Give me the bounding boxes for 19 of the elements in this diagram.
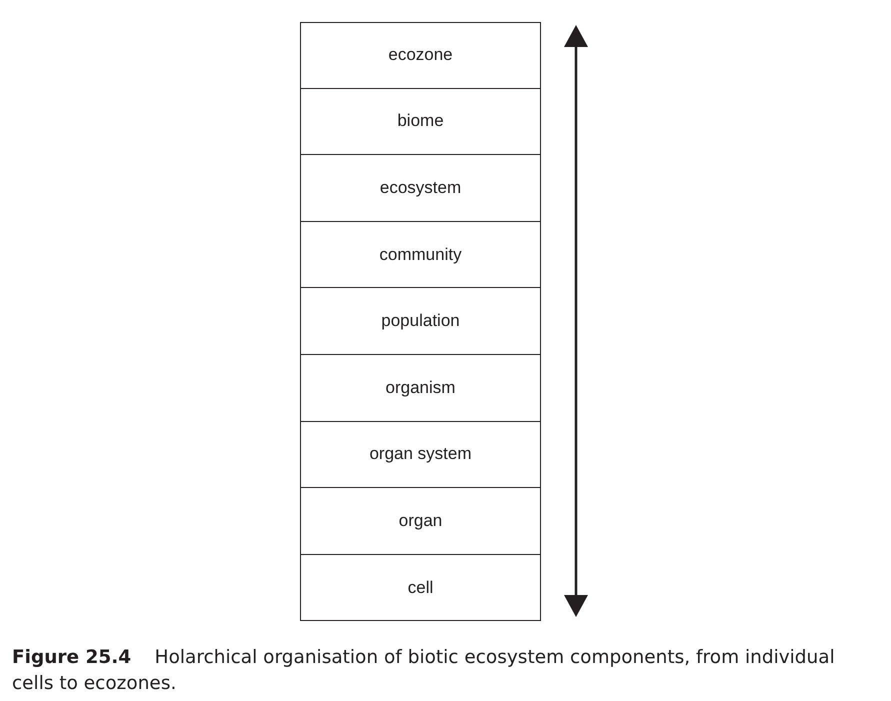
level-box [300, 154, 541, 222]
level-box [300, 487, 541, 555]
level-label: ecozone [388, 45, 453, 66]
level-label: cell [408, 578, 434, 598]
level-label: biome [397, 111, 444, 132]
level-box [300, 287, 541, 355]
level-box [300, 420, 541, 488]
level-box [300, 220, 541, 288]
figure-caption: Figure 25.4 Holarchical organisation of biotic ecosystem components, from individual cells to ecozones. [12, 646, 836, 696]
level-box [300, 354, 541, 422]
level-label: community [379, 244, 462, 265]
level-box [300, 554, 541, 622]
level-label: organ system [369, 444, 472, 464]
level-label: population [381, 311, 460, 332]
level-label: organism [386, 378, 456, 398]
level-label: ecosystem [380, 178, 462, 198]
level-label: organ [398, 510, 442, 531]
level-box [300, 88, 541, 156]
level-box [300, 22, 541, 89]
